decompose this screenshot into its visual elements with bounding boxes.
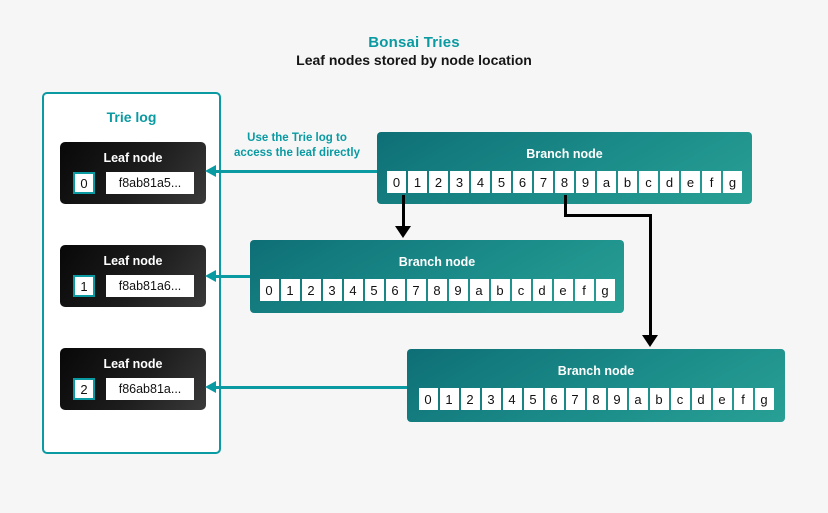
leaf-node-label: Leaf node (103, 254, 163, 268)
branch-cell: 3 (322, 279, 342, 301)
arrow-line-branch2-to-leaf1 (214, 275, 250, 278)
leaf-hash-box: f86ab81a... (106, 378, 194, 400)
branch-cell: 9 (607, 388, 627, 410)
branch-cell: 1 (280, 279, 300, 301)
branch-cell: e (712, 388, 732, 410)
leaf-node-card-0: Leaf node 0 f8ab81a5... (60, 142, 206, 204)
branch-cell: c (639, 171, 658, 193)
arrow-head-branch1-to-leaf0 (205, 165, 216, 177)
branch-cell: 6 (513, 171, 532, 193)
branch-cell: b (649, 388, 669, 410)
trie-log-annotation: Use the Trie log to access the leaf dire… (222, 131, 372, 160)
branch-cell: c (670, 388, 690, 410)
leaf-hash-box: f8ab81a6... (106, 275, 194, 297)
branch-cell: 4 (502, 388, 522, 410)
trie-log-panel: Trie log Leaf node 0 f8ab81a5... Leaf no… (42, 92, 221, 454)
branch-cell: 2 (429, 171, 448, 193)
branch-cell: f (702, 171, 721, 193)
branch-cell: 3 (481, 388, 501, 410)
annotation-line-2: access the leaf directly (234, 146, 360, 159)
arrow-line-cell8-across (564, 214, 652, 217)
branch-cell: 0 (387, 171, 406, 193)
branch-cell: 7 (565, 388, 585, 410)
leaf-index-box: 0 (73, 172, 95, 194)
branch-cell: 0 (259, 279, 279, 301)
branch-cell: 7 (406, 279, 426, 301)
branch-cell: 8 (586, 388, 606, 410)
branch-cell: 9 (576, 171, 595, 193)
branch-cell: 9 (448, 279, 468, 301)
branch-cell: d (660, 171, 679, 193)
branch-cell: d (691, 388, 711, 410)
arrow-head-cell0-to-branch2 (395, 226, 411, 238)
leaf-node-card-1: Leaf node 1 f8ab81a6... (60, 245, 206, 307)
arrow-line-branch3-to-leaf2 (214, 386, 407, 389)
branch-cell: g (754, 388, 774, 410)
annotation-line-1: Use the Trie log to (247, 132, 347, 144)
leaf-node-card-2: Leaf node 2 f86ab81a... (60, 348, 206, 410)
branch-cell: 4 (471, 171, 490, 193)
page-subtitle: Leaf nodes stored by node location (296, 52, 532, 68)
branch-cell: g (595, 279, 615, 301)
branch-cell: f (574, 279, 594, 301)
branch-cell: 7 (534, 171, 553, 193)
leaf-node-label: Leaf node (103, 357, 163, 371)
arrow-head-branch2-to-leaf1 (205, 270, 216, 282)
arrow-head-branch3-to-leaf2 (205, 381, 216, 393)
branch-cell: 5 (492, 171, 511, 193)
branch-cell: 6 (385, 279, 405, 301)
arrow-line-cell8-down (564, 195, 567, 217)
branch-cell: 2 (301, 279, 321, 301)
arrow-line-cell8-to-branch3 (649, 214, 652, 337)
branch-node-label: Branch node (398, 255, 476, 269)
branch-cell: c (511, 279, 531, 301)
branch-cell: 0 (418, 388, 438, 410)
page-title: Bonsai Tries (368, 34, 460, 51)
branch-node-label: Branch node (557, 364, 635, 378)
branch-cell: a (469, 279, 489, 301)
leaf-index-box: 2 (73, 378, 95, 400)
branch-node-label: Branch node (526, 147, 603, 161)
branch-cell: d (532, 279, 552, 301)
branch-cell: 2 (460, 388, 480, 410)
leaf-hash-box: f8ab81a5... (106, 172, 194, 194)
arrow-line-branch1-to-leaf0 (214, 170, 377, 173)
arrow-line-cell0-to-branch2 (402, 195, 405, 228)
branch-cell: 3 (450, 171, 469, 193)
branch-cell: 8 (555, 171, 574, 193)
branch-cell: a (628, 388, 648, 410)
trie-log-title: Trie log (106, 109, 157, 125)
leaf-index-box: 1 (73, 275, 95, 297)
branch-cell: 1 (408, 171, 427, 193)
branch-cell: e (681, 171, 700, 193)
branch-cell: a (597, 171, 616, 193)
branch-cell: 4 (343, 279, 363, 301)
branch-cell: b (490, 279, 510, 301)
leaf-node-label: Leaf node (103, 151, 163, 165)
branch-cell: 8 (427, 279, 447, 301)
branch-cell: f (733, 388, 753, 410)
branch-cell: 1 (439, 388, 459, 410)
branch-cell: 6 (544, 388, 564, 410)
arrow-head-cell8-to-branch3 (642, 335, 658, 347)
branch-cell: 5 (523, 388, 543, 410)
branch-cell: g (723, 171, 742, 193)
branch-cell: e (553, 279, 573, 301)
branch-cell: b (618, 171, 637, 193)
branch-cell: 5 (364, 279, 384, 301)
